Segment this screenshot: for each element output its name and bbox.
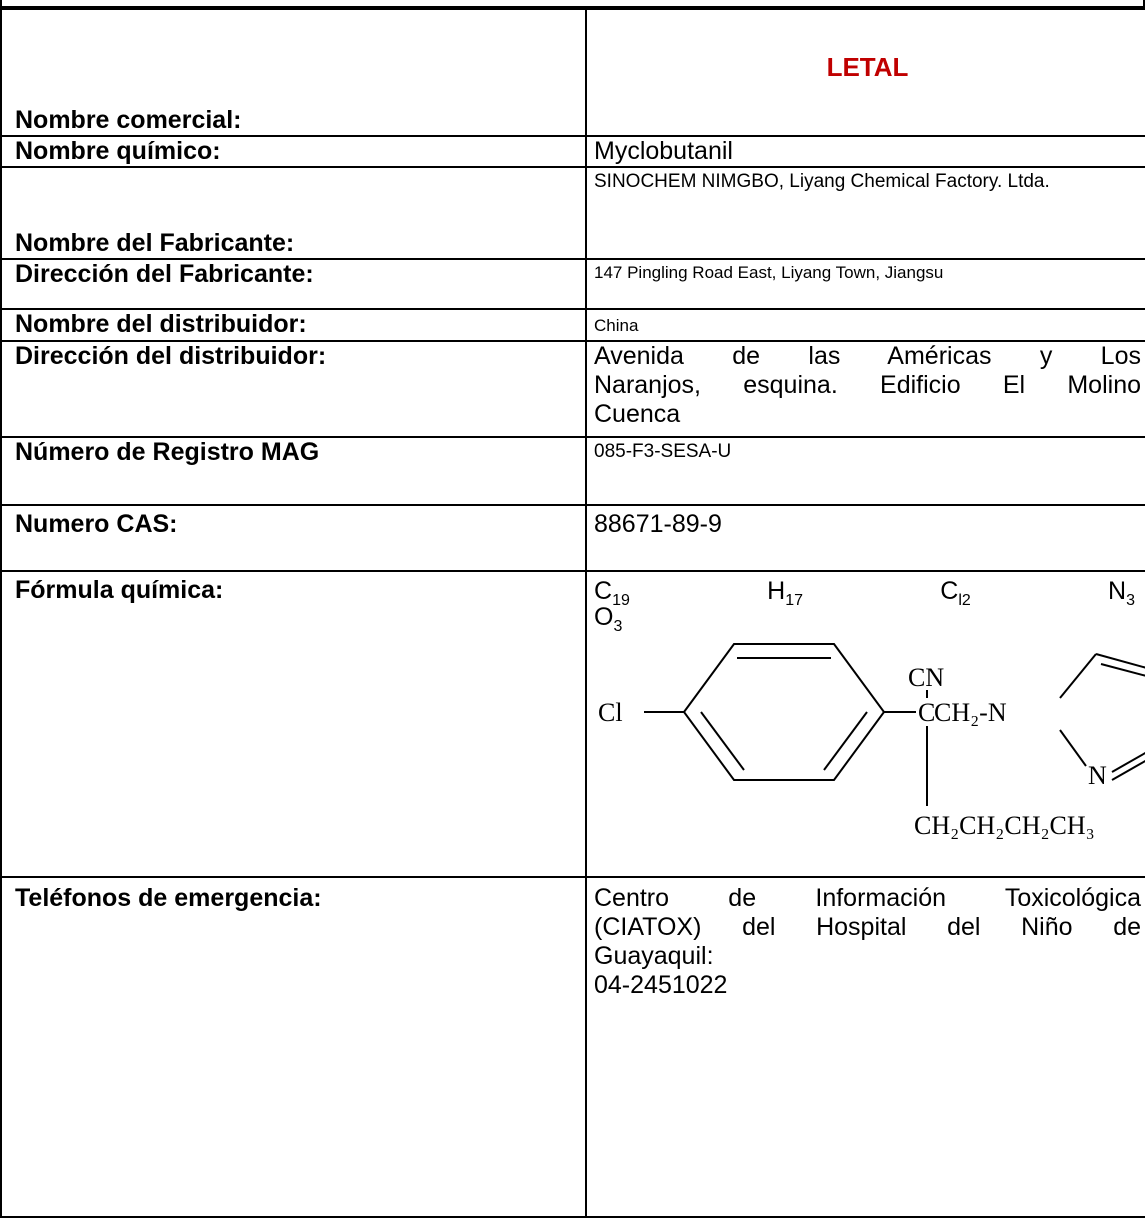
row-chemical-name: Nombre químico: Myclobutanil — [0, 135, 1145, 168]
molecule-structure-diagram: Cl CN C CH₂-N N CH₂CH₂CH₂CH₃ — [598, 643, 1145, 840]
product-info-table: Nombre comercial: LETAL Nombre químico: … — [0, 8, 1145, 1218]
label-manufacturer: Nombre del Fabricante: — [0, 166, 587, 260]
row-distributor: Nombre del distribuidor: China — [0, 308, 1145, 342]
structural-formula: Cl CN C CH₂-N N CH₂CH₂CH₂CH₃ — [594, 630, 1145, 850]
ch2n-label: CH₂-N — [934, 698, 1007, 727]
emergency-line2: (CIATOX) del Hospital del Niño de — [594, 913, 1141, 941]
emergency-phone: 04-2451022 — [594, 971, 728, 999]
n-label: N — [1088, 761, 1107, 790]
molecular-formula-line: C19 H17 Cl2 N3 — [594, 577, 1141, 609]
formula-part-n: N3 — [1108, 577, 1135, 609]
registration-value: 085-F3-SESA-U — [585, 436, 1145, 506]
row-distributor-address: Dirección del distribuidor: Avenida de l… — [0, 340, 1145, 438]
cn-label: CN — [908, 663, 944, 692]
formula-part-c: C19 — [594, 577, 630, 609]
top-border — [0, 0, 1145, 8]
row-formula: Fórmula química: C19 H17 Cl2 N3 O3 — [0, 570, 1145, 878]
cas-value: 88671-89-9 — [585, 504, 1145, 572]
chemical-name-value: Myclobutanil — [585, 135, 1145, 168]
label-distributor-address: Dirección del distribuidor: — [0, 340, 587, 438]
cl-label: Cl — [598, 698, 623, 727]
row-trade-name: Nombre comercial: LETAL — [0, 8, 1145, 137]
row-registration: Número de Registro MAG 085-F3-SESA-U — [0, 436, 1145, 506]
manufacturer-address-value: 147 Pingling Road East, Liyang Town, Jia… — [585, 258, 1145, 310]
chain-label: CH₂CH₂CH₂CH₃ — [914, 811, 1095, 840]
trade-name-value: LETAL — [826, 52, 909, 82]
label-cas: Numero CAS: — [0, 504, 587, 572]
row-cas: Numero CAS: 88671-89-9 — [0, 504, 1145, 572]
distributor-address-line3: Cuenca — [594, 400, 681, 428]
label-distributor: Nombre del distribuidor: — [0, 308, 587, 342]
formula-part-cl: Cl2 — [940, 577, 971, 609]
label-emergency: Teléfonos de emergencia: — [0, 876, 587, 1218]
row-manufacturer: Nombre del Fabricante: SINOCHEM NIMGBO, … — [0, 166, 1145, 260]
row-emergency: Teléfonos de emergencia: Centro de Infor… — [0, 876, 1145, 1218]
label-chemical-name: Nombre químico: — [0, 135, 587, 168]
manufacturer-value: SINOCHEM NIMGBO, Liyang Chemical Factory… — [585, 166, 1145, 260]
label-formula: Fórmula química: — [0, 570, 587, 878]
row-manufacturer-address: Dirección del Fabricante: 147 Pingling R… — [0, 258, 1145, 310]
formula-part-h: H17 — [767, 577, 803, 609]
label-registration: Número de Registro MAG — [0, 436, 587, 506]
emergency-line3: Guayaquil: — [594, 942, 714, 970]
distributor-address-line2: Naranjos, esquina. Edificio El Molino — [594, 371, 1141, 399]
formula-part-o: O3 — [594, 603, 623, 635]
c-label: C — [918, 698, 935, 727]
label-trade-name: Nombre comercial: — [0, 8, 587, 137]
emergency-line1: Centro de Información Toxicológica — [594, 884, 1141, 912]
label-manufacturer-address: Dirección del Fabricante: — [0, 258, 587, 310]
distributor-address-line1: Avenida de las Américas y Los — [594, 342, 1141, 370]
distributor-value: China — [585, 308, 1145, 342]
formula-second-line: O3 — [594, 603, 1141, 635]
